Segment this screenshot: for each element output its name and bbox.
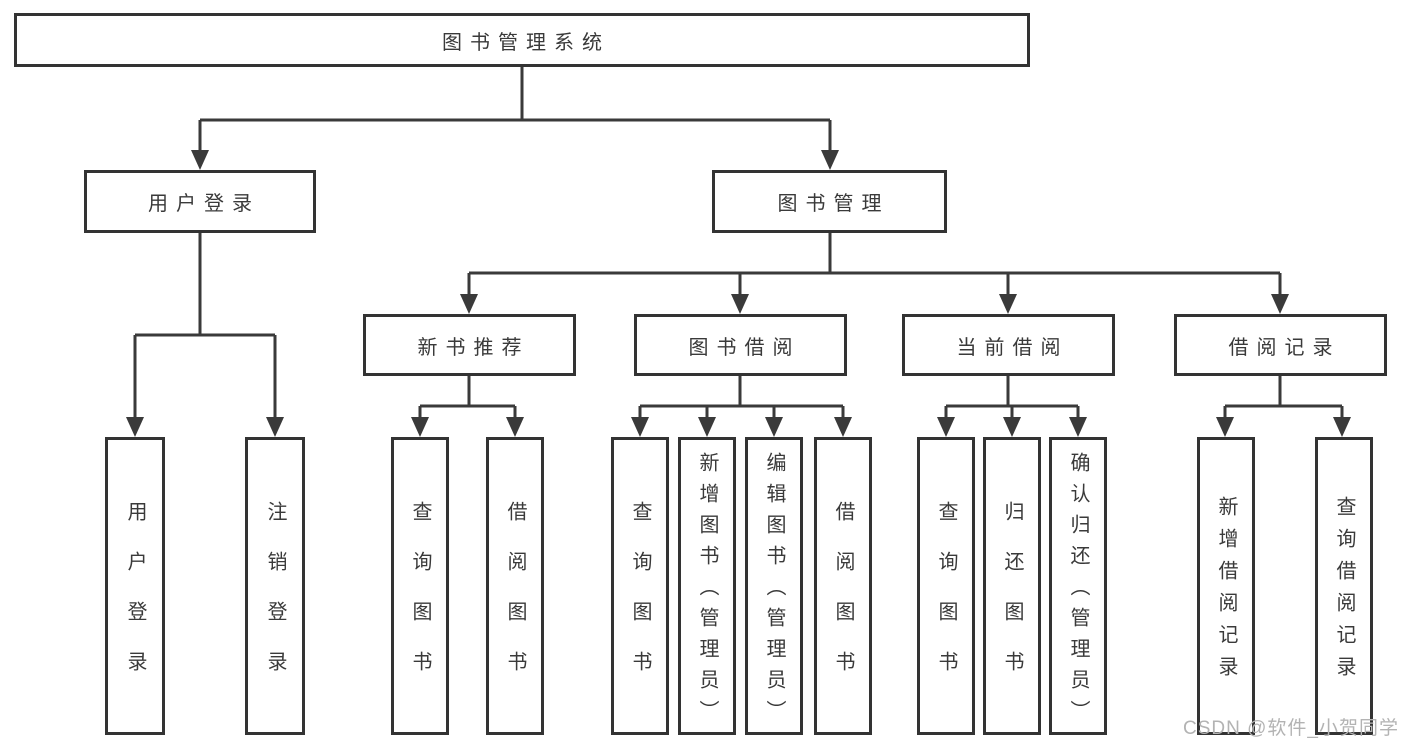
node-label: 查询借阅记录 bbox=[1333, 496, 1355, 688]
node-label: 新书推荐 bbox=[417, 336, 530, 359]
node-borrow-records: 借阅记录 bbox=[1174, 314, 1387, 376]
node-leaf-query-books-3: 查询图书 bbox=[917, 437, 975, 735]
arrow-down-icon bbox=[698, 417, 716, 437]
connector-lines bbox=[638, 376, 845, 418]
node-label: 借阅图书 bbox=[504, 501, 526, 701]
node-label: 新增借阅记录 bbox=[1215, 496, 1237, 688]
node-label: 查询图书 bbox=[935, 501, 957, 701]
connector-borrow-records-split bbox=[1216, 376, 1351, 437]
arrow-down-icon bbox=[1271, 294, 1289, 314]
connector-book-management-split bbox=[460, 233, 1289, 314]
arrow-down-icon bbox=[1069, 417, 1087, 437]
node-label: 图书管理系统 bbox=[442, 31, 610, 54]
connector-lines bbox=[467, 233, 1282, 295]
node-leaf-edit-books-admin: 编辑图书（管理员） bbox=[745, 437, 803, 735]
node-label: 新增图书（管理员） bbox=[696, 451, 718, 731]
arrow-down-icon bbox=[731, 294, 749, 314]
node-user-login-branch: 用户登录 bbox=[84, 170, 316, 233]
arrow-down-icon bbox=[411, 417, 429, 437]
arrow-down-icon bbox=[191, 150, 209, 170]
connector-lines bbox=[418, 376, 517, 418]
connector-lines bbox=[198, 67, 832, 152]
node-leaf-add-borrow-record: 新增借阅记录 bbox=[1197, 437, 1255, 735]
arrow-down-icon bbox=[126, 417, 144, 437]
connector-current-borrow-split bbox=[937, 376, 1087, 437]
node-label: 图书借阅 bbox=[688, 336, 801, 359]
connector-new-book-recommend-split bbox=[411, 376, 524, 437]
arrow-down-icon bbox=[937, 417, 955, 437]
node-label: 注销登录 bbox=[264, 501, 286, 701]
node-leaf-query-books-2: 查询图书 bbox=[611, 437, 669, 735]
node-label: 用户登录 bbox=[148, 193, 260, 215]
node-new-book-recommend: 新书推荐 bbox=[363, 314, 576, 376]
node-current-borrow: 当前借阅 bbox=[902, 314, 1115, 376]
arrow-down-icon bbox=[821, 150, 839, 170]
arrow-down-icon bbox=[1216, 417, 1234, 437]
connector-lines bbox=[944, 376, 1080, 418]
node-leaf-confirm-return-admin: 确认归还（管理员） bbox=[1049, 437, 1107, 735]
node-leaf-query-books-1: 查询图书 bbox=[391, 437, 449, 735]
connector-lines bbox=[133, 233, 277, 418]
node-leaf-borrow-books-2: 借阅图书 bbox=[814, 437, 872, 735]
connector-lines bbox=[1223, 376, 1344, 418]
connector-book-borrow-split bbox=[631, 376, 852, 437]
node-label: 编辑图书（管理员） bbox=[763, 451, 785, 731]
arrow-down-icon bbox=[1333, 417, 1351, 437]
arrow-down-icon bbox=[765, 417, 783, 437]
arrow-down-icon bbox=[834, 417, 852, 437]
node-label: 确认归还（管理员） bbox=[1067, 451, 1089, 731]
node-label: 查询图书 bbox=[629, 501, 651, 701]
node-leaf-borrow-books-1: 借阅图书 bbox=[486, 437, 544, 735]
arrow-down-icon bbox=[266, 417, 284, 437]
connector-user-login-split bbox=[126, 233, 284, 437]
arrow-down-icon bbox=[999, 294, 1017, 314]
arrow-down-icon bbox=[460, 294, 478, 314]
node-label: 用户登录 bbox=[124, 501, 146, 701]
node-leaf-user-login: 用户登录 bbox=[105, 437, 165, 735]
node-label: 图书管理 bbox=[777, 193, 890, 215]
node-label: 借阅图书 bbox=[832, 501, 854, 701]
watermark: CSDN @软件_小贺同学 bbox=[1183, 718, 1399, 739]
node-label: 查询图书 bbox=[409, 501, 431, 701]
node-label: 借阅记录 bbox=[1228, 336, 1341, 359]
connector-root-split bbox=[191, 67, 839, 170]
node-label: 当前借阅 bbox=[956, 336, 1069, 359]
arrow-down-icon bbox=[1003, 417, 1021, 437]
node-leaf-add-books-admin: 新增图书（管理员） bbox=[678, 437, 736, 735]
node-label: 归还图书 bbox=[1001, 501, 1023, 701]
arrow-down-icon bbox=[506, 417, 524, 437]
node-leaf-logout: 注销登录 bbox=[245, 437, 305, 735]
node-book-borrow: 图书借阅 bbox=[634, 314, 847, 376]
node-library-management-system: 图书管理系统 bbox=[14, 13, 1030, 67]
node-book-management: 图书管理 bbox=[712, 170, 947, 233]
node-leaf-return-books: 归还图书 bbox=[983, 437, 1041, 735]
arrow-down-icon bbox=[631, 417, 649, 437]
node-leaf-query-borrow-record: 查询借阅记录 bbox=[1315, 437, 1373, 735]
